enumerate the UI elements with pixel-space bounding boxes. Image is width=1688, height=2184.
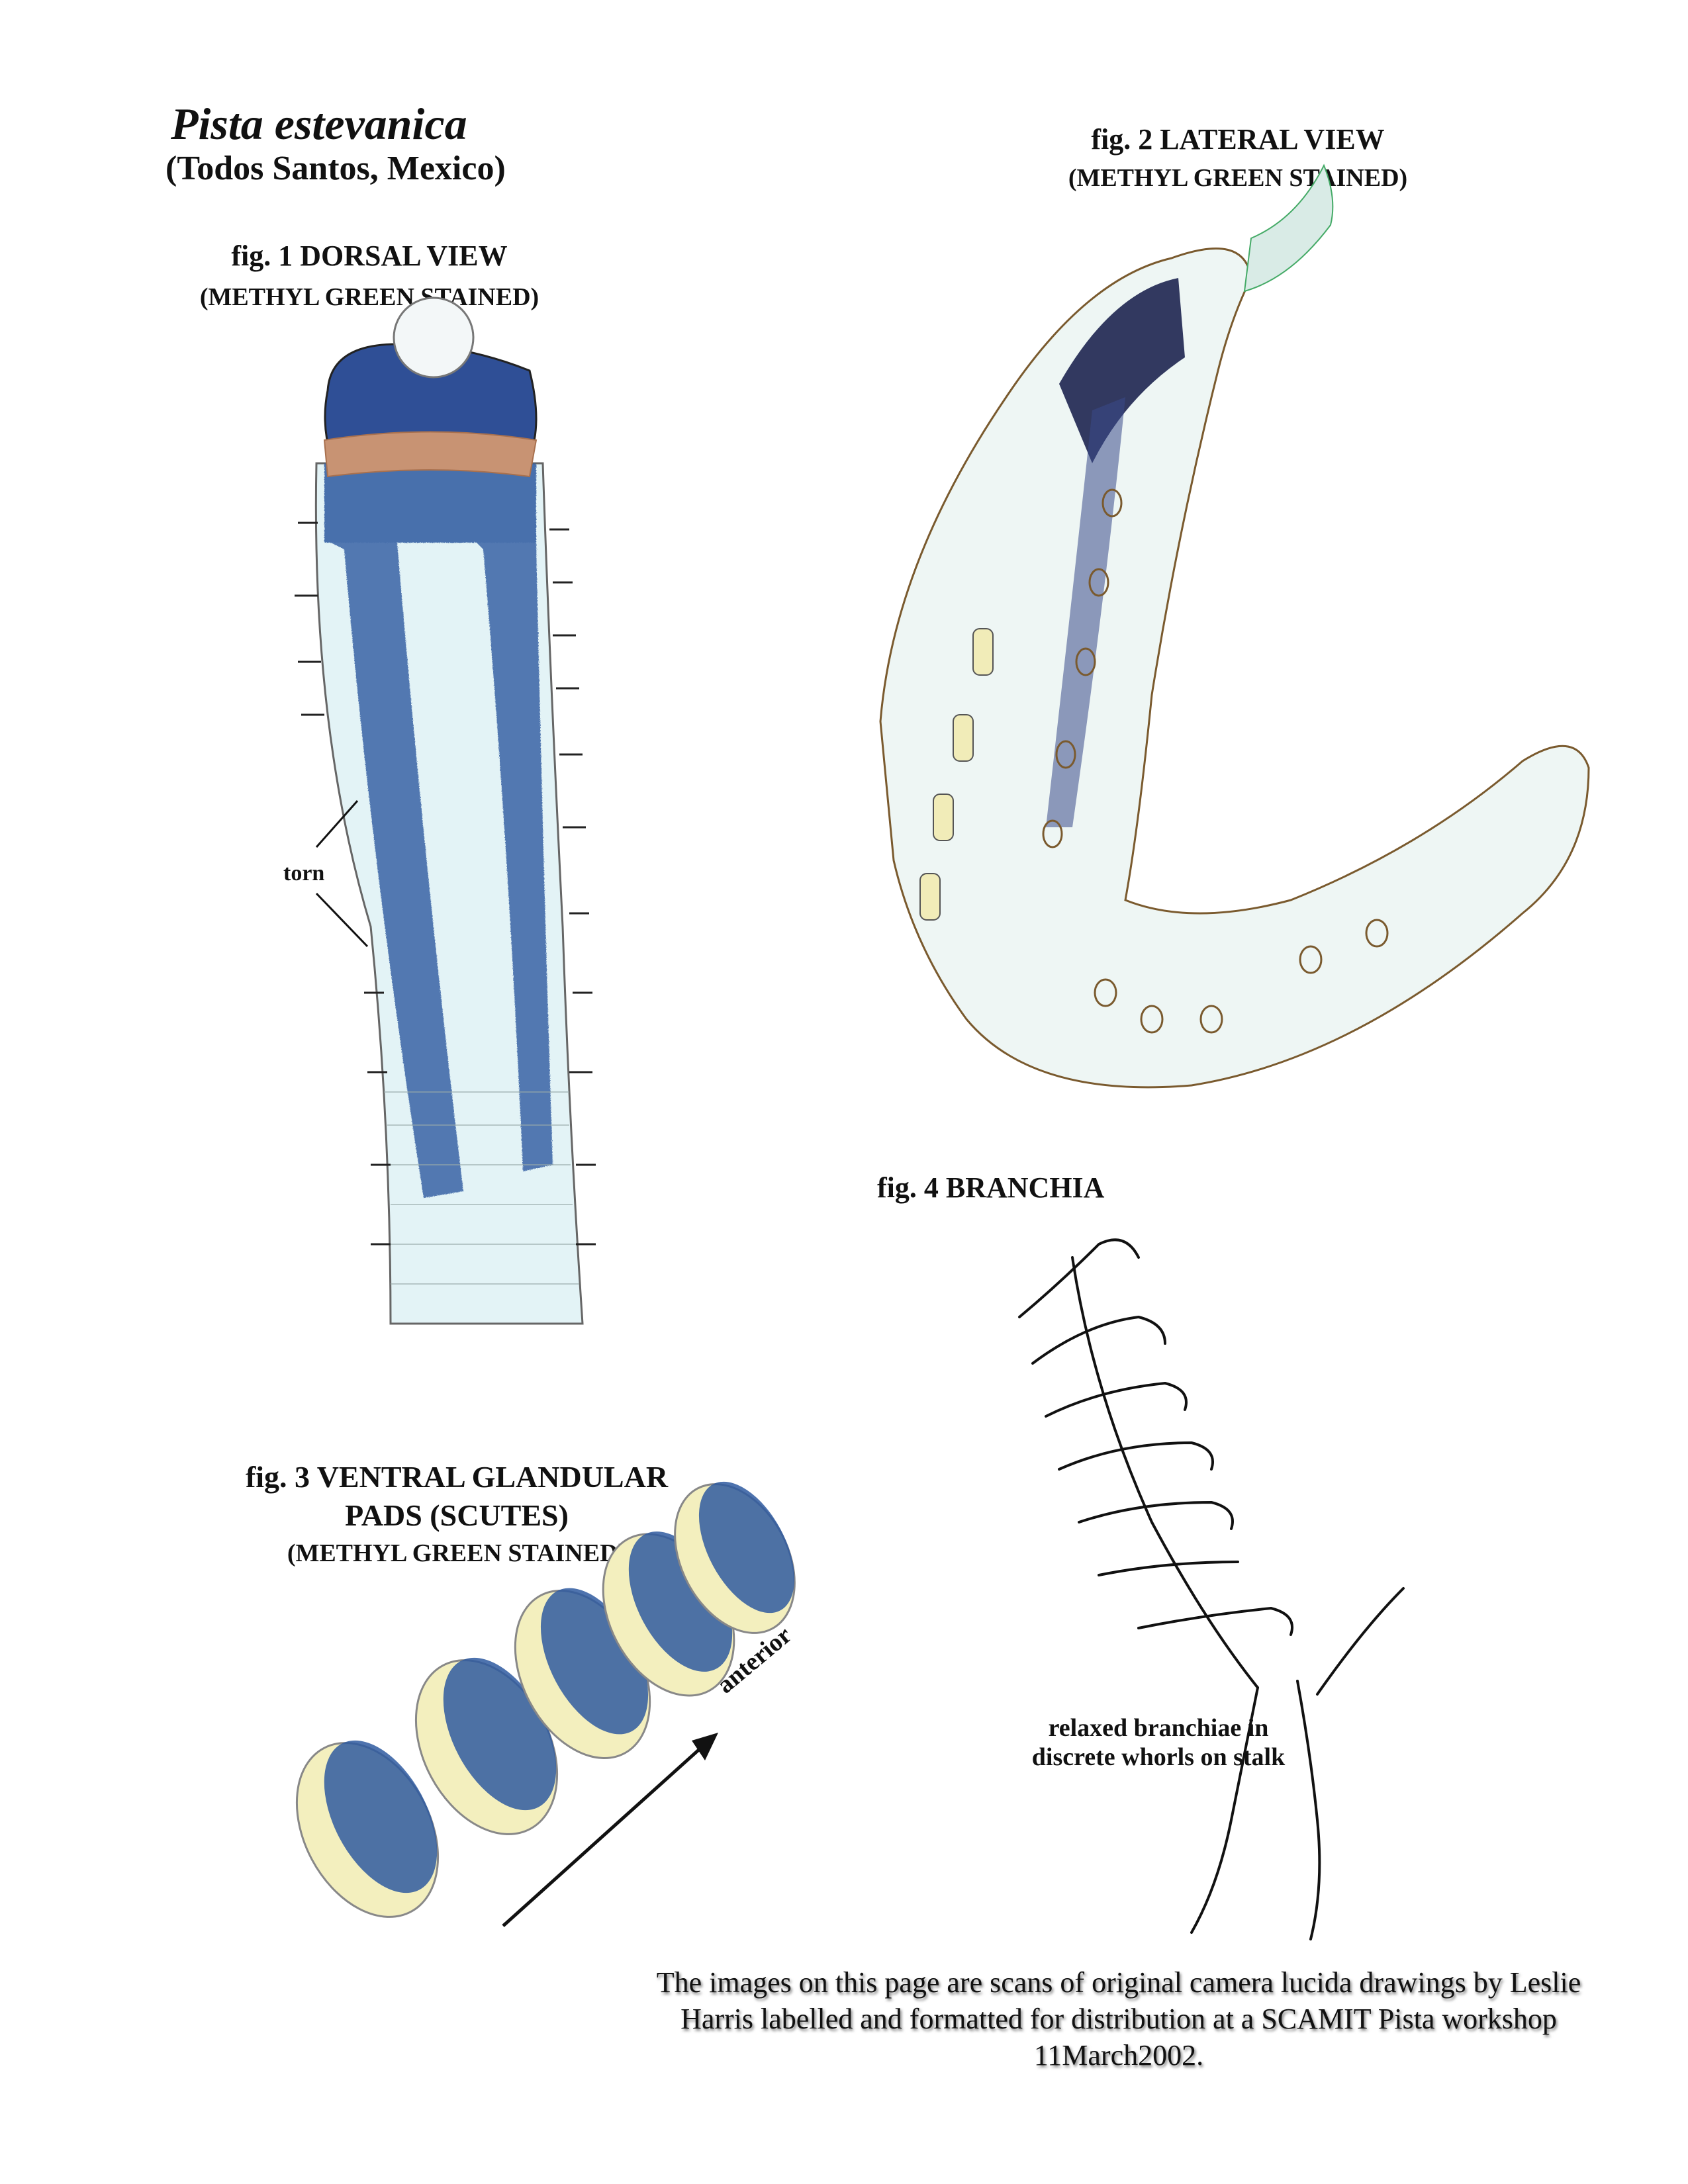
page-title: Pista estevanica: [171, 99, 467, 149]
fig3-label-line1: fig. 3 VENTRAL GLANDULAR: [245, 1460, 669, 1494]
fig3-stain-label: (METHYL GREEN STAINED): [287, 1539, 627, 1567]
fig2-label: fig. 2 LATERAL VIEW: [1091, 123, 1385, 156]
anterior-arrow-head: [692, 1733, 718, 1760]
torn-leader-bottom: [315, 892, 369, 948]
torn-callout: torn: [283, 861, 325, 886]
fig1-label: fig. 1 DORSAL VIEW: [231, 240, 508, 272]
fig1-stain-label: (METHYL GREEN STAINED): [199, 283, 539, 311]
fig2-dark-head-lobes: [1059, 278, 1185, 463]
fig3-pad-group: [295, 1481, 796, 1918]
fig1-tan-collar: [323, 431, 538, 478]
fig2-stain-label: (METHYL GREEN STAINED): [1068, 164, 1408, 192]
fig1-right-stain-band: [477, 543, 553, 1171]
fig2-ventral-stain: [1046, 397, 1125, 827]
fig4-label: fig. 4 BRANCHIA: [877, 1171, 1105, 1204]
fig1-prostomium: [393, 296, 475, 379]
fig1-left-stain-band: [331, 543, 463, 1198]
page-subtitle: (Todos Santos, Mexico): [165, 150, 506, 187]
torn-leader-top: [315, 800, 359, 848]
credit-text: The images on this page are scans of ori…: [656, 1966, 1581, 2071]
fig3-label-line2: PADS (SCUTES): [345, 1498, 569, 1532]
anterior-arrow-line: [502, 1746, 703, 1927]
fig2-branchia-stalk: [1243, 163, 1334, 293]
fig4-stalk-left: [1190, 1686, 1259, 1934]
fig4-main-axis: [1071, 1256, 1259, 1689]
fig2-body-outline: [879, 248, 1590, 1089]
fig4-stalk-right: [1296, 1680, 1321, 1940]
